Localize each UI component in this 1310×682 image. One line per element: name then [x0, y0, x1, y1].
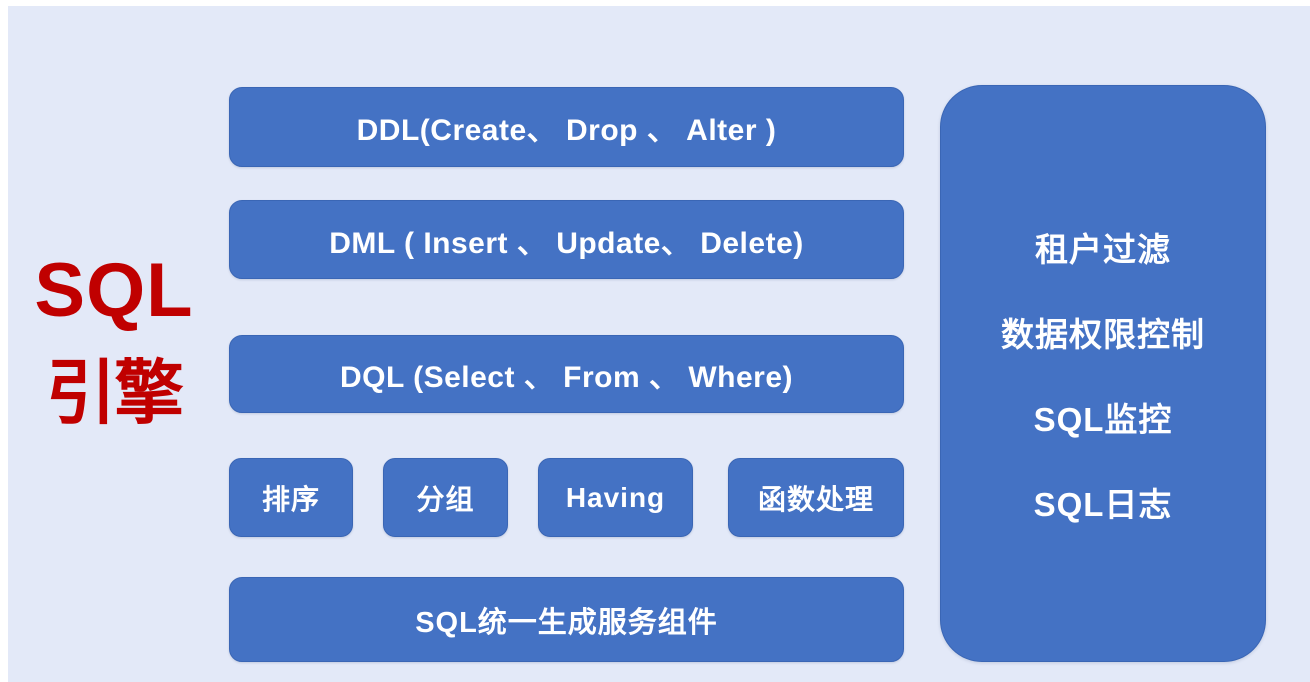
- panel-item-sql-log[interactable]: SQL日志: [1033, 485, 1173, 523]
- sql-engine-title: SQL 引擎: [14, 246, 214, 434]
- sql-engine-title-line2: 引擎: [46, 353, 184, 432]
- clause-label-function: 函数处理: [757, 483, 874, 515]
- unified-service-label: SQL统一生成服务组件: [415, 606, 718, 639]
- panel-item-data-permission[interactable]: 数据权限控制: [1001, 315, 1205, 353]
- sql-engine-title-line1: SQL: [34, 248, 194, 333]
- sql-layer-label-dql: DQL (Select 、 From 、 Where): [339, 361, 793, 394]
- clause-box-function[interactable]: 函数处理: [728, 458, 904, 537]
- sql-layer-box-dml[interactable]: DML ( Insert 、 Update、 Delete): [229, 200, 904, 279]
- sql-layer-label-dml: DML ( Insert 、 Update、 Delete): [329, 226, 804, 260]
- clause-box-having[interactable]: Having: [538, 458, 693, 537]
- panel-item-tenant-filter[interactable]: 租户过滤: [1035, 230, 1171, 268]
- panel-item-sql-monitor[interactable]: SQL监控: [1033, 400, 1173, 438]
- clause-box-sort[interactable]: 排序: [229, 458, 353, 537]
- clause-label-having: Having: [565, 481, 666, 513]
- unified-service-box[interactable]: SQL统一生成服务组件: [229, 577, 904, 662]
- sql-layer-label-ddl: DDL(Create、 Drop 、 Alter ): [356, 114, 777, 147]
- sql-layer-box-dql[interactable]: DQL (Select 、 From 、 Where): [229, 335, 904, 413]
- clause-label-sort: 排序: [261, 483, 320, 515]
- clause-label-group: 分组: [416, 483, 475, 515]
- sql-layer-box-ddl[interactable]: DDL(Create、 Drop 、 Alter ): [229, 87, 904, 167]
- governance-panel[interactable]: 租户过滤 数据权限控制 SQL监控 SQL日志: [940, 85, 1266, 662]
- clause-box-group[interactable]: 分组: [383, 458, 508, 537]
